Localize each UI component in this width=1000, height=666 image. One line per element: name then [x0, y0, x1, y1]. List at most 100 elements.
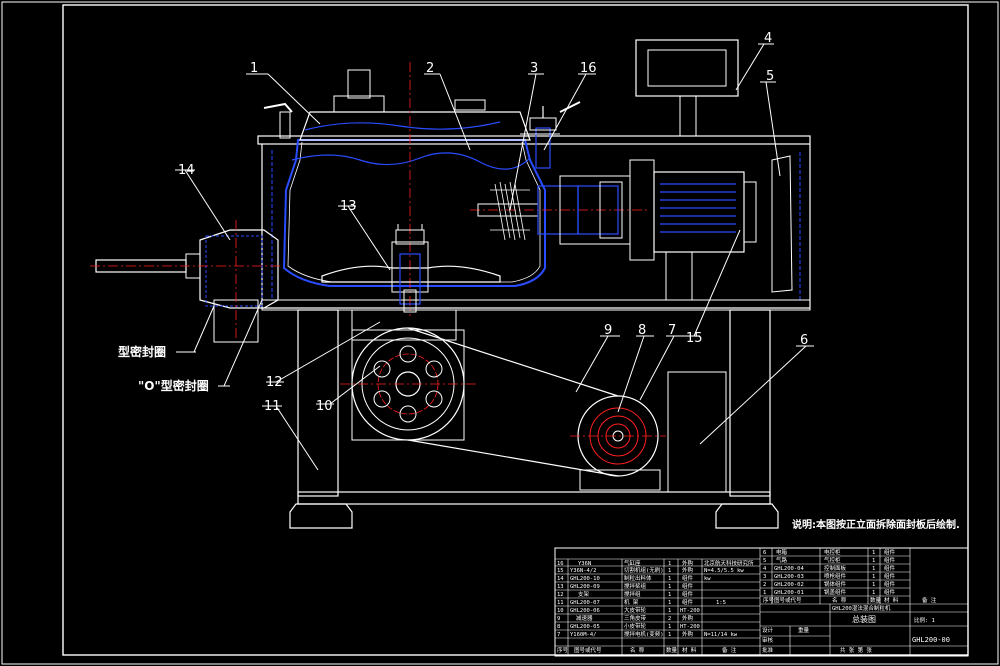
svg-text:材 料: 材 料	[884, 596, 899, 604]
svg-text:1: 1	[668, 600, 671, 606]
callout-9: 9	[604, 323, 612, 338]
svg-text:制粒出料体: 制粒出料体	[624, 574, 652, 582]
svg-text:4: 4	[763, 566, 767, 572]
bom-row: 5 气路 气控柜 1 组件	[763, 556, 896, 564]
svg-text:2: 2	[668, 616, 671, 622]
callout-5: 5	[766, 69, 774, 84]
callout-7: 7	[668, 323, 676, 338]
svg-text:N=11/14 kw: N=11/14 kw	[704, 632, 738, 638]
control-panel	[635, 39, 739, 137]
callout-16: 16	[580, 61, 597, 76]
svg-text:外购: 外购	[682, 559, 694, 567]
svg-text:12: 12	[557, 592, 564, 598]
svg-text:10: 10	[557, 608, 564, 614]
drive-motor	[407, 327, 666, 491]
design-label: 设计	[762, 626, 774, 634]
bom-row: 11 GHL200-07 机 架 1 组件 1:5	[557, 598, 726, 606]
svg-text:9: 9	[557, 616, 560, 622]
inner-frame	[62, 4, 969, 656]
agitator-impeller	[321, 224, 501, 313]
svg-text:三角皮带: 三角皮带	[624, 614, 647, 622]
svg-text:组件: 组件	[884, 580, 896, 588]
svg-text:大皮带轮: 大皮带轮	[624, 606, 647, 614]
svg-text:序号: 序号	[763, 596, 775, 604]
bom-row: 15 Y36N-4/2 切割机组(无刷) 1 外购 N=4.5/5.5 kw	[557, 566, 744, 574]
svg-text:备 注: 备 注	[722, 646, 737, 654]
svg-text:备 注: 备 注	[922, 596, 937, 604]
bom-header: 序号 图号或代号 名 称 数量 材 料 备 注	[763, 596, 937, 604]
callout-12: 12	[266, 375, 283, 390]
leader-lines	[175, 43, 814, 471]
svg-text:GHL200-01: GHL200-01	[774, 590, 804, 596]
bom-row: 13 GHL200-09 搅拌桨组 1 组件	[557, 582, 694, 590]
scale-value: 比例: 1	[914, 616, 935, 624]
svg-text:组件: 组件	[884, 564, 896, 572]
svg-text:HT-200: HT-200	[680, 624, 700, 630]
callout-11: 11	[264, 399, 281, 414]
svg-text:kw: kw	[704, 576, 711, 582]
svg-text:外购: 外购	[682, 630, 694, 638]
svg-text:组件: 组件	[884, 548, 896, 556]
svg-text:GHL200-10: GHL200-10	[570, 576, 600, 582]
bom-row: 4 GHL200-04 控制面板 1 组件	[763, 564, 896, 572]
svg-text:组件: 组件	[884, 572, 896, 580]
svg-text:数量: 数量	[870, 596, 882, 604]
svg-text:HT-200: HT-200	[680, 608, 700, 614]
callout-6: 6	[800, 333, 808, 348]
svg-text:组件: 组件	[884, 588, 896, 596]
svg-text:7: 7	[557, 632, 560, 638]
title-block: 16 Y36N 气缸座 1 外购 北京航天科技研究所 15 Y36N-4/2 切…	[554, 547, 969, 657]
callout-1: 1	[250, 61, 258, 76]
svg-text:1:5: 1:5	[716, 600, 726, 606]
svg-text:1: 1	[668, 608, 671, 614]
svg-text:锅盖组件: 锅盖组件	[824, 588, 847, 596]
svg-text:GHL200-02: GHL200-02	[774, 582, 804, 588]
seal-ring-label: 型密封圈	[118, 344, 166, 359]
svg-text:名 称: 名 称	[832, 596, 847, 604]
svg-text:搅拌组: 搅拌组	[624, 590, 641, 598]
svg-text:1: 1	[668, 632, 671, 638]
bom-right-table: 6 电箱 电控柜 1 组件 5 气路 气控柜 1 组件 4 GHL200-04 …	[763, 548, 937, 604]
svg-text:组件: 组件	[682, 582, 694, 590]
bom-row: 6 电箱 电控柜 1 组件	[763, 548, 896, 556]
svg-text:1: 1	[763, 590, 766, 596]
svg-text:控制面板: 控制面板	[824, 564, 847, 572]
callout-15: 15	[686, 331, 703, 346]
svg-text:1: 1	[872, 558, 875, 564]
svg-text:1: 1	[668, 584, 671, 590]
svg-text:GHL200-09: GHL200-09	[570, 584, 600, 590]
svg-text:气缸座: 气缸座	[624, 559, 641, 567]
svg-text:图号或代号: 图号或代号	[774, 596, 802, 604]
callout-8: 8	[638, 323, 646, 338]
svg-text:机 架: 机 架	[624, 598, 639, 606]
svg-text:GHL200-05: GHL200-05	[570, 624, 600, 630]
svg-text:GHL200-07: GHL200-07	[570, 600, 600, 606]
svg-text:14: 14	[557, 576, 564, 582]
svg-text:减速器: 减速器	[576, 614, 593, 622]
svg-text:数量: 数量	[666, 646, 678, 654]
callout-2: 2	[426, 61, 434, 76]
chopper-assembly	[470, 159, 757, 301]
gas-cabinet	[771, 155, 793, 293]
svg-text:1: 1	[872, 574, 875, 580]
svg-text:1: 1	[872, 566, 875, 572]
svg-text:1: 1	[668, 576, 671, 582]
callout-14: 14	[178, 163, 195, 178]
svg-text:支架: 支架	[578, 590, 590, 598]
svg-text:15: 15	[557, 568, 564, 574]
callouts: 1 2 3 4 5 6 7 8 9 10 11 12 13 14 15 16	[178, 31, 808, 414]
discharge-unit	[90, 220, 280, 343]
svg-text:1: 1	[872, 550, 875, 556]
bom-row: 2 GHL200-02 锅体组件 1 组件	[763, 580, 896, 588]
machine-frame	[289, 309, 779, 529]
svg-text:搅拌电机(变频): 搅拌电机(变频)	[624, 630, 664, 638]
svg-text:北京航天科技研究所: 北京航天科技研究所	[704, 559, 754, 567]
svg-text:Y160M-4/: Y160M-4/	[570, 632, 597, 638]
svg-text:搅拌桨组: 搅拌桨组	[624, 582, 647, 590]
svg-text:Y36N-4/2: Y36N-4/2	[570, 568, 597, 574]
svg-text:1: 1	[668, 561, 671, 567]
svg-text:名 称: 名 称	[630, 646, 645, 654]
machine-name: GHL200湿法混合制粒机	[832, 604, 891, 612]
